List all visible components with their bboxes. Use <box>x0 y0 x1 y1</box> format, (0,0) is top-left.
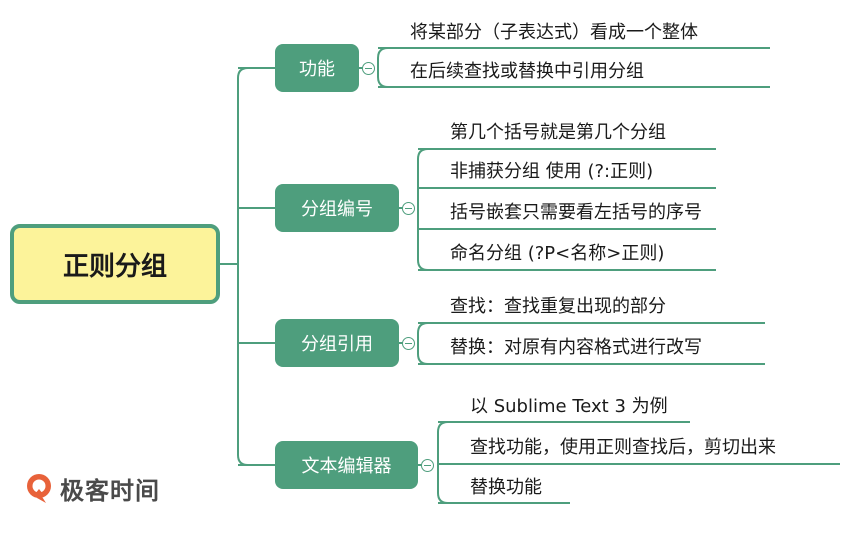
root-node[interactable]: 正则分组 <box>10 224 220 304</box>
collapse-icon[interactable] <box>421 459 434 472</box>
leaf-text: 查找功能，使用正则查找后，剪切出来 <box>470 437 776 458</box>
geektime-logo: 极客时间 <box>24 471 160 506</box>
branch-node-3[interactable]: 分组引用 <box>275 319 399 367</box>
leaf-text: 在后续查找或替换中引用分组 <box>410 61 644 82</box>
leaf-text: 以 Sublime Text 3 为例 <box>470 396 668 417</box>
collapse-icon[interactable] <box>402 202 415 215</box>
leaf-text: 非捕获分组 使用 (?:正则) <box>450 161 654 182</box>
leaf-text: 替换：对原有内容格式进行改写 <box>450 337 702 358</box>
geektime-logo-icon <box>27 473 51 503</box>
collapse-icon[interactable] <box>362 62 375 75</box>
branch-node-1[interactable]: 功能 <box>275 44 359 92</box>
trunk-line <box>237 67 249 466</box>
branch-node-4[interactable]: 文本编辑器 <box>275 441 418 489</box>
leaf-text: 替换功能 <box>470 477 542 498</box>
branch-label: 文本编辑器 <box>301 456 392 477</box>
leaf-text: 括号嵌套只需要看左括号的序号 <box>450 202 702 223</box>
branch-label: 分组编号 <box>301 199 373 220</box>
leaf-text: 命名分组 (?P<名称>正则) <box>450 243 665 264</box>
collapse-icon[interactable] <box>402 337 415 350</box>
root-label: 正则分组 <box>62 251 167 282</box>
branch-label: 功能 <box>299 59 335 80</box>
leaf-text: 查找：查找重复出现的部分 <box>450 296 666 317</box>
leaf-text: 第几个括号就是第几个分组 <box>450 122 666 143</box>
logo-text: 极客时间 <box>60 477 160 505</box>
branch-node-2[interactable]: 分组编号 <box>275 184 399 232</box>
leaf-text: 将某部分（子表达式）看成一个整体 <box>410 22 698 43</box>
branch-label: 分组引用 <box>301 334 373 355</box>
